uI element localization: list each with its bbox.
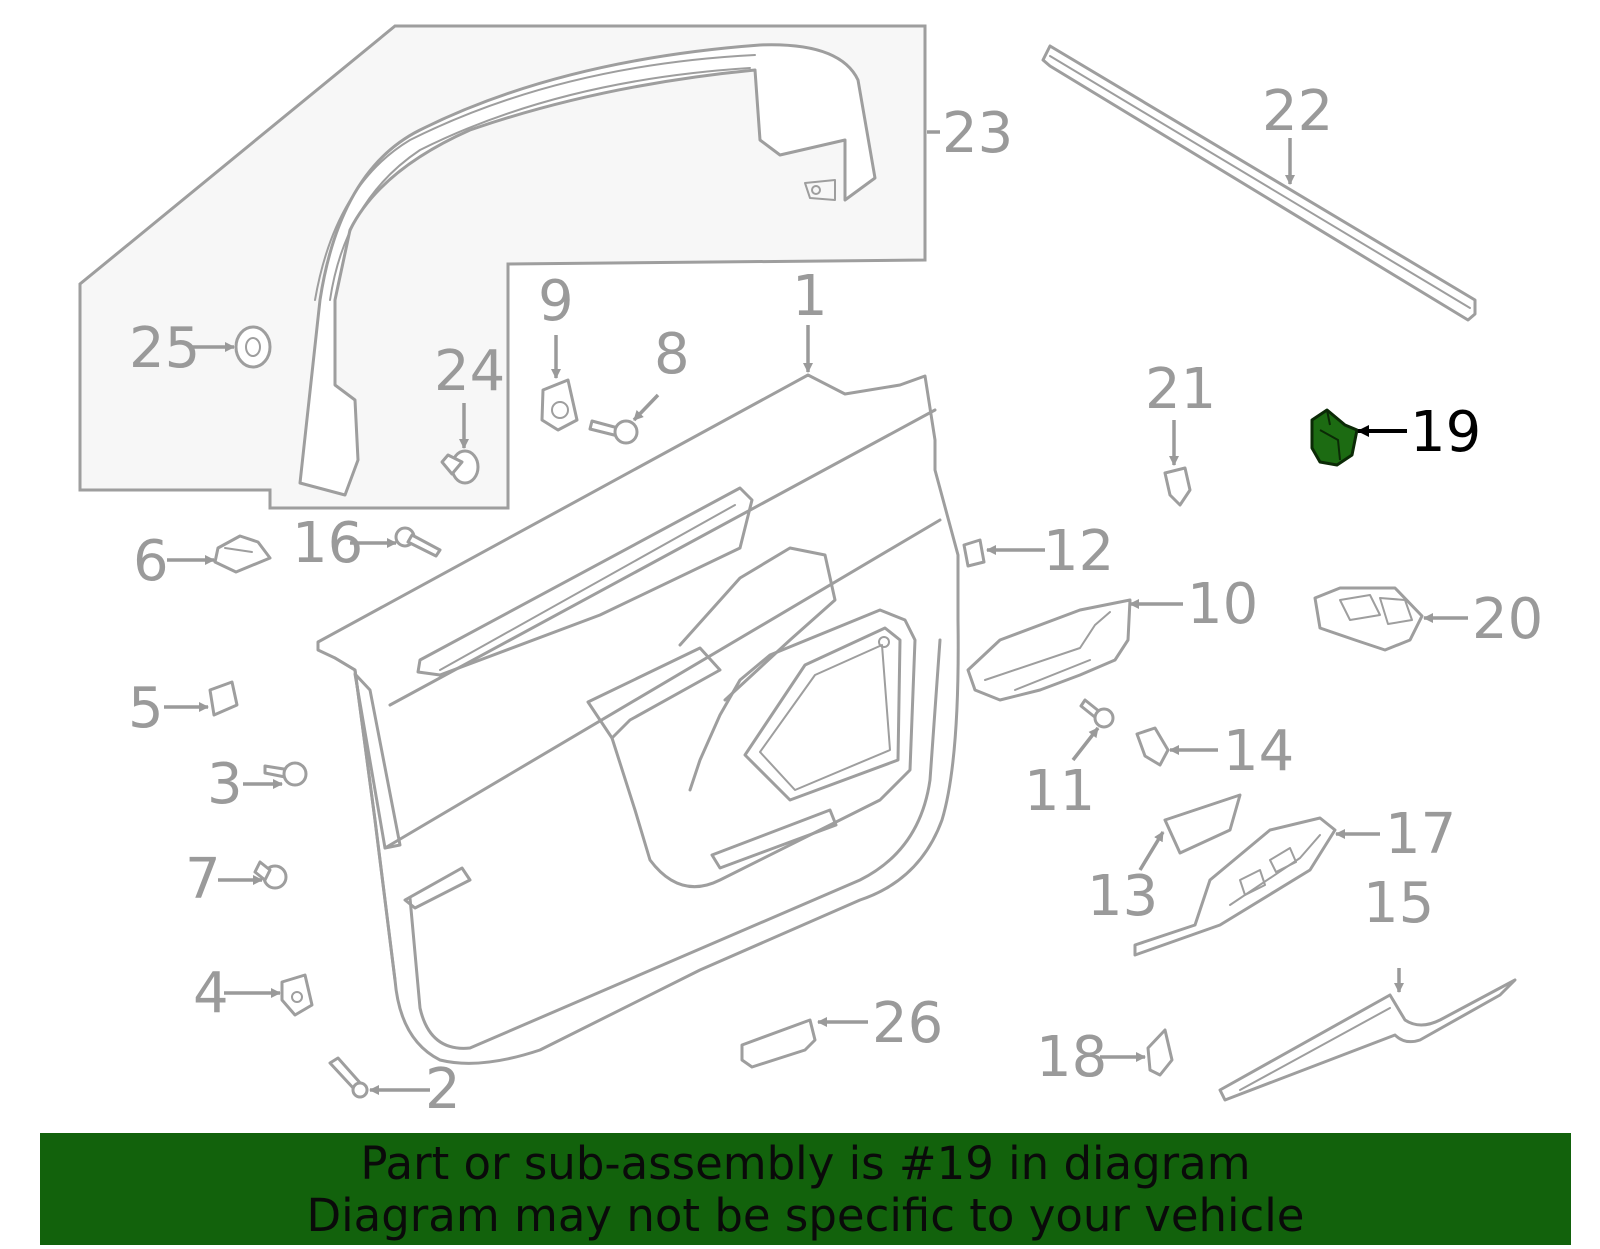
callout-17: 17 [1385,802,1456,867]
part-6-bracket [213,534,272,574]
callout-23: 23 [942,101,1013,166]
callout-20: 20 [1472,587,1543,652]
callout-14: 14 [1223,719,1294,784]
part-22-weatherstrip [1041,44,1477,322]
part-1-door-trim-panel [316,373,960,1065]
callout-26: 26 [872,991,943,1056]
part-19-highlighted [1310,408,1359,467]
part-25-grommet [234,325,272,369]
callout-19: 19 [1410,400,1481,465]
callout-11: 11 [1024,759,1095,824]
callout-2: 2 [425,1057,461,1122]
callout-21: 21 [1145,357,1216,422]
callout-labels: 1 2 3 4 5 6 7 8 9 10 11 12 13 14 15 16 1… [128,79,1543,1122]
part-24-push-clip [440,449,480,485]
part-10-handle-bezel [966,598,1132,702]
part-9-clip [540,378,579,432]
callout-4: 4 [193,961,229,1026]
part-8-screw [588,419,639,445]
part-5-cap [208,680,239,717]
part-26-trim-piece [740,1018,817,1069]
part-20-switch [1313,586,1424,652]
part-2-bolt [328,1056,369,1099]
part-4-nut-clip [280,973,314,1017]
callout-3: 3 [207,752,243,817]
callout-13: 13 [1087,864,1158,929]
part-16-pin [394,526,442,558]
part-18-clip [1146,1028,1174,1077]
callout-9: 9 [538,269,574,334]
callout-24: 24 [434,339,505,404]
part-17-switch-bezel [1133,816,1337,957]
callout-15: 15 [1363,871,1434,936]
info-banner: Part or sub-assembly is #19 in diagram D… [40,1133,1571,1245]
part-14-clip [1135,726,1170,767]
callout-18: 18 [1036,1025,1107,1090]
callout-1: 1 [792,264,828,329]
parts-diagram: 1 2 3 4 5 6 7 8 9 10 11 12 13 14 15 16 1… [78,24,1543,1122]
part-21-cover [1163,466,1192,507]
callout-6: 6 [133,529,169,594]
part-11-bolt [1079,698,1115,729]
callout-8: 8 [654,322,690,387]
assembly-group-box [78,24,927,510]
part-13-trim [1163,793,1242,855]
part-23-frame-molding [298,43,877,497]
banner-line-1: Part or sub-assembly is #19 in diagram [360,1137,1251,1190]
callout-25: 25 [129,316,200,381]
callout-22: 22 [1262,79,1333,144]
callout-7: 7 [185,847,221,912]
part-3-screw [263,761,308,787]
part-12-cap [962,538,986,568]
callout-5: 5 [128,676,164,741]
part-7-push-pin [253,860,288,890]
callout-12: 12 [1043,519,1114,584]
callout-16: 16 [292,511,363,576]
banner-line-2: Diagram may not be specific to your vehi… [306,1189,1305,1242]
leader-arrows [164,130,1468,1095]
callout-10: 10 [1187,572,1258,637]
part-15-trim-strip [1218,978,1517,1102]
